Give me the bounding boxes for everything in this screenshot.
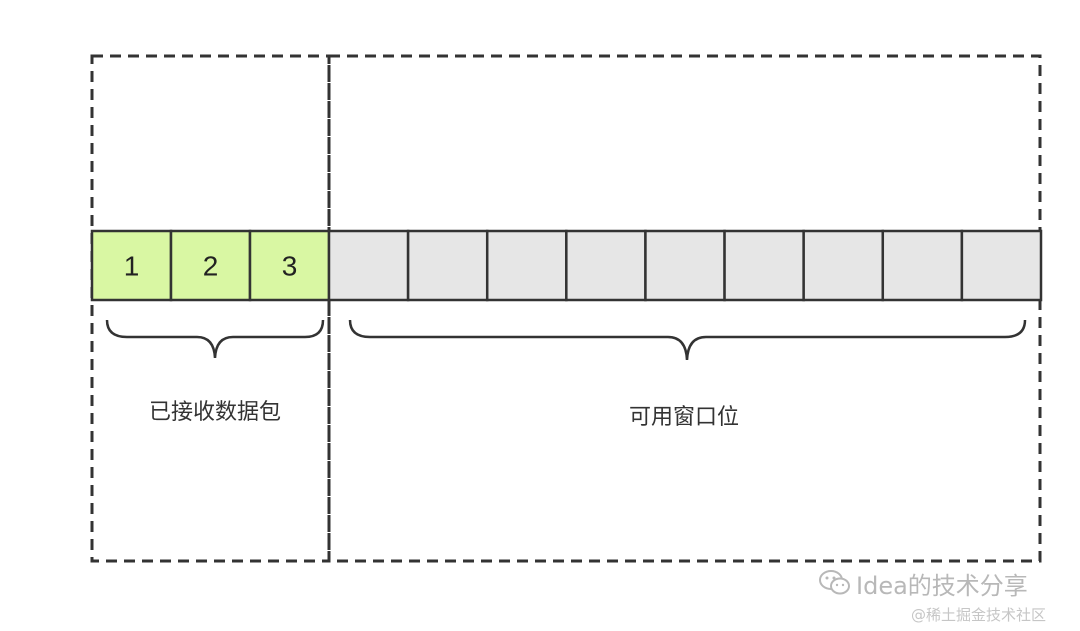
received-packet-cell bbox=[90, 229, 173, 302]
watermark-title: Idea的技术分享 bbox=[856, 572, 1028, 600]
available-window-slot bbox=[406, 229, 489, 302]
watermark-source: @稀土掘金技术社区 bbox=[911, 606, 1047, 624]
received-window-box bbox=[90, 54, 331, 563]
packet-number-label: 3 bbox=[282, 251, 298, 282]
available-window-slot bbox=[802, 229, 885, 302]
received-packet-cell bbox=[169, 229, 252, 302]
received-brace bbox=[105, 319, 325, 359]
available-brace bbox=[348, 319, 1027, 361]
packet-row: 1 2 3 bbox=[90, 229, 1043, 302]
available-window-slot bbox=[485, 229, 568, 302]
available-window-slot bbox=[327, 229, 410, 302]
available-window-box bbox=[327, 54, 1042, 563]
packet-number-label: 2 bbox=[203, 251, 219, 282]
available-window-slot bbox=[881, 229, 964, 302]
received-label: 已接收数据包 bbox=[149, 400, 281, 425]
available-window-slot bbox=[644, 229, 726, 302]
wechat-icon bbox=[819, 570, 850, 595]
available-window-slot bbox=[960, 229, 1043, 302]
available-window-slot bbox=[723, 229, 805, 302]
received-packet-cell bbox=[248, 229, 331, 302]
available-label: 可用窗口位 bbox=[629, 405, 739, 430]
packet-number-label: 1 bbox=[124, 251, 140, 282]
available-window-slot bbox=[565, 229, 647, 302]
